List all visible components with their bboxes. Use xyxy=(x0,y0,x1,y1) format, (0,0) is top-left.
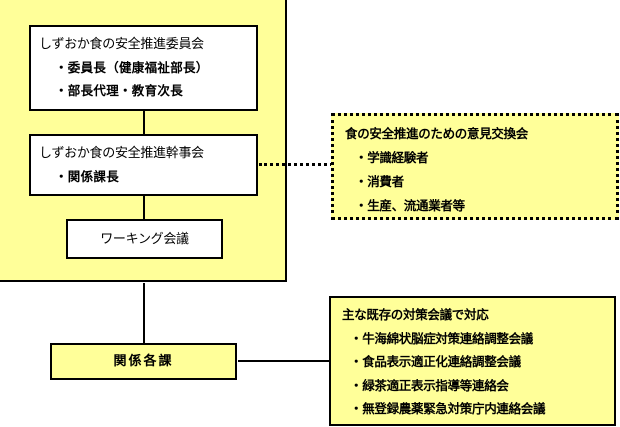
related-divisions-title: 関係各課 xyxy=(113,354,174,369)
opinion-exchange-title: 食の安全推進のための意見交換会 xyxy=(345,126,529,141)
working-group-title: ワーキング会議 xyxy=(100,231,189,247)
existing-meeting-item: ・緑茶適正表示指導等連絡会 xyxy=(350,377,509,393)
executive-committee-member: ・関係課長 xyxy=(55,169,120,184)
executive-committee-box: しずおか食の安全推進幹事会 ・関係課長 xyxy=(29,134,258,196)
working-group-box: ワーキング会議 xyxy=(66,219,223,259)
opinion-exchange-member: ・消費者 xyxy=(355,173,404,189)
connector-executive-working xyxy=(143,196,145,220)
connector-group-divisions xyxy=(143,283,145,344)
connector-committee-executive xyxy=(143,111,145,135)
existing-meeting-item: ・食品表示適正化連絡調整会議 xyxy=(350,354,521,369)
existing-meeting-item: ・無登録農薬緊急対策庁内連絡会議 xyxy=(350,401,546,416)
connector-divisions-meetings xyxy=(238,360,330,362)
existing-meetings-box: 主な既存の対策会議で対応 ・牛海綿状脳症対策連絡調整会議 ・食品表示適正化連絡調… xyxy=(329,296,616,426)
existing-meetings-title: 主な既存の対策会議で対応 xyxy=(342,307,489,322)
opinion-exchange-member: ・生産、流通業者等 xyxy=(355,197,465,213)
executive-committee-title: しずおか食の安全推進幹事会 xyxy=(39,146,204,161)
committee-member: ・部長代理・教育次長 xyxy=(55,83,184,98)
existing-meeting-item: ・牛海綿状脳症対策連絡調整会議 xyxy=(350,330,534,346)
opinion-exchange-box: 食の安全推進のための意見交換会 ・学識経験者 ・消費者 ・生産、流通業者等 xyxy=(331,113,619,220)
committee-title: しずおか食の安全推進委員会 xyxy=(39,37,204,52)
committee-member: ・委員長（健康福祉部長） xyxy=(55,60,209,75)
opinion-exchange-member: ・学識経験者 xyxy=(355,149,429,165)
safety-promotion-committee-box: しずおか食の安全推進委員会 ・委員長（健康福祉部長） ・部長代理・教育次長 xyxy=(29,25,258,111)
related-divisions-box: 関係各課 xyxy=(50,343,237,380)
dotted-connector-opinion-exchange xyxy=(259,163,333,166)
